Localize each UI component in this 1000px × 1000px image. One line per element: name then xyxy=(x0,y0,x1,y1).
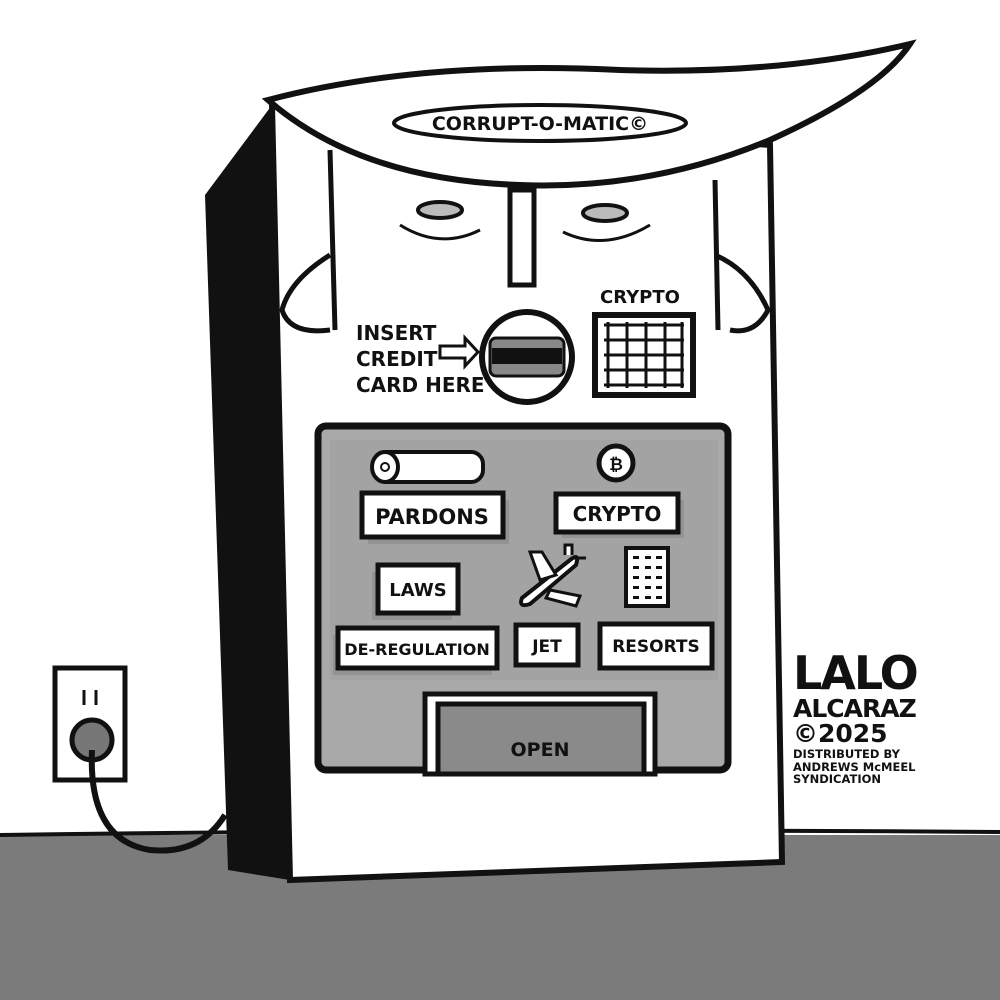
machine-title: CORRUPT-O-MATIC© xyxy=(432,113,648,135)
crypto-label: CRYPTO xyxy=(573,502,662,526)
crypto-keypad[interactable] xyxy=(592,312,696,398)
open-label: OPEN xyxy=(511,739,570,761)
resorts-label: RESORTS xyxy=(612,637,700,657)
crypto-button[interactable]: CRYPTO xyxy=(553,491,684,538)
signature-distributor-3: SYNDICATION xyxy=(793,772,882,786)
right-ear xyxy=(713,252,771,334)
nose xyxy=(507,187,537,288)
crypto-keypad-label: CRYPTO xyxy=(600,287,680,308)
machine-side xyxy=(205,105,290,880)
insert-label-1: INSERT xyxy=(356,321,437,345)
jet-button[interactable]: JET xyxy=(513,622,581,668)
signature-distributor-1: DISTRIBUTED BY xyxy=(793,747,900,761)
svg-text:₿: ₿ xyxy=(609,455,623,475)
pardons-button[interactable]: PARDONS xyxy=(359,490,509,544)
insert-label-3: CARD HERE xyxy=(356,373,485,397)
power-cord xyxy=(88,749,228,854)
laws-label: LAWS xyxy=(389,580,446,601)
deregulation-label: DE-REGULATION xyxy=(344,640,489,659)
insert-label-2: CREDIT xyxy=(356,347,438,371)
left-eye xyxy=(416,200,464,220)
wall-outlet xyxy=(52,665,128,783)
scroll-icon xyxy=(370,450,485,484)
arrow-right-icon xyxy=(438,334,481,370)
artist-signature: LALO ALCARAZ ©2025 DISTRIBUTED BY ANDREW… xyxy=(793,650,933,786)
laws-button[interactable]: LAWS xyxy=(372,562,461,620)
pardons-label: PARDONS xyxy=(375,505,489,529)
left-ear xyxy=(279,252,332,334)
crypto-coin-icon: ₿ xyxy=(596,443,636,483)
signature-distributor-2: ANDREWS McMEEL xyxy=(793,759,916,774)
right-eye xyxy=(581,203,629,223)
card-slot-mouth[interactable] xyxy=(479,309,575,405)
jet-icon xyxy=(519,543,586,608)
signature-name-2: ALCARAZ xyxy=(793,694,917,723)
resort-building-icon xyxy=(624,546,670,608)
signature-copyright: ©2025 xyxy=(793,719,888,748)
resorts-button[interactable]: RESORTS xyxy=(597,621,715,671)
open-door[interactable]: OPEN xyxy=(422,691,658,777)
title-plate xyxy=(392,103,688,143)
signature-name-1: LALO xyxy=(793,646,919,700)
deregulation-button[interactable]: DE-REGULATION xyxy=(333,625,500,675)
jet-label: JET xyxy=(531,637,562,657)
